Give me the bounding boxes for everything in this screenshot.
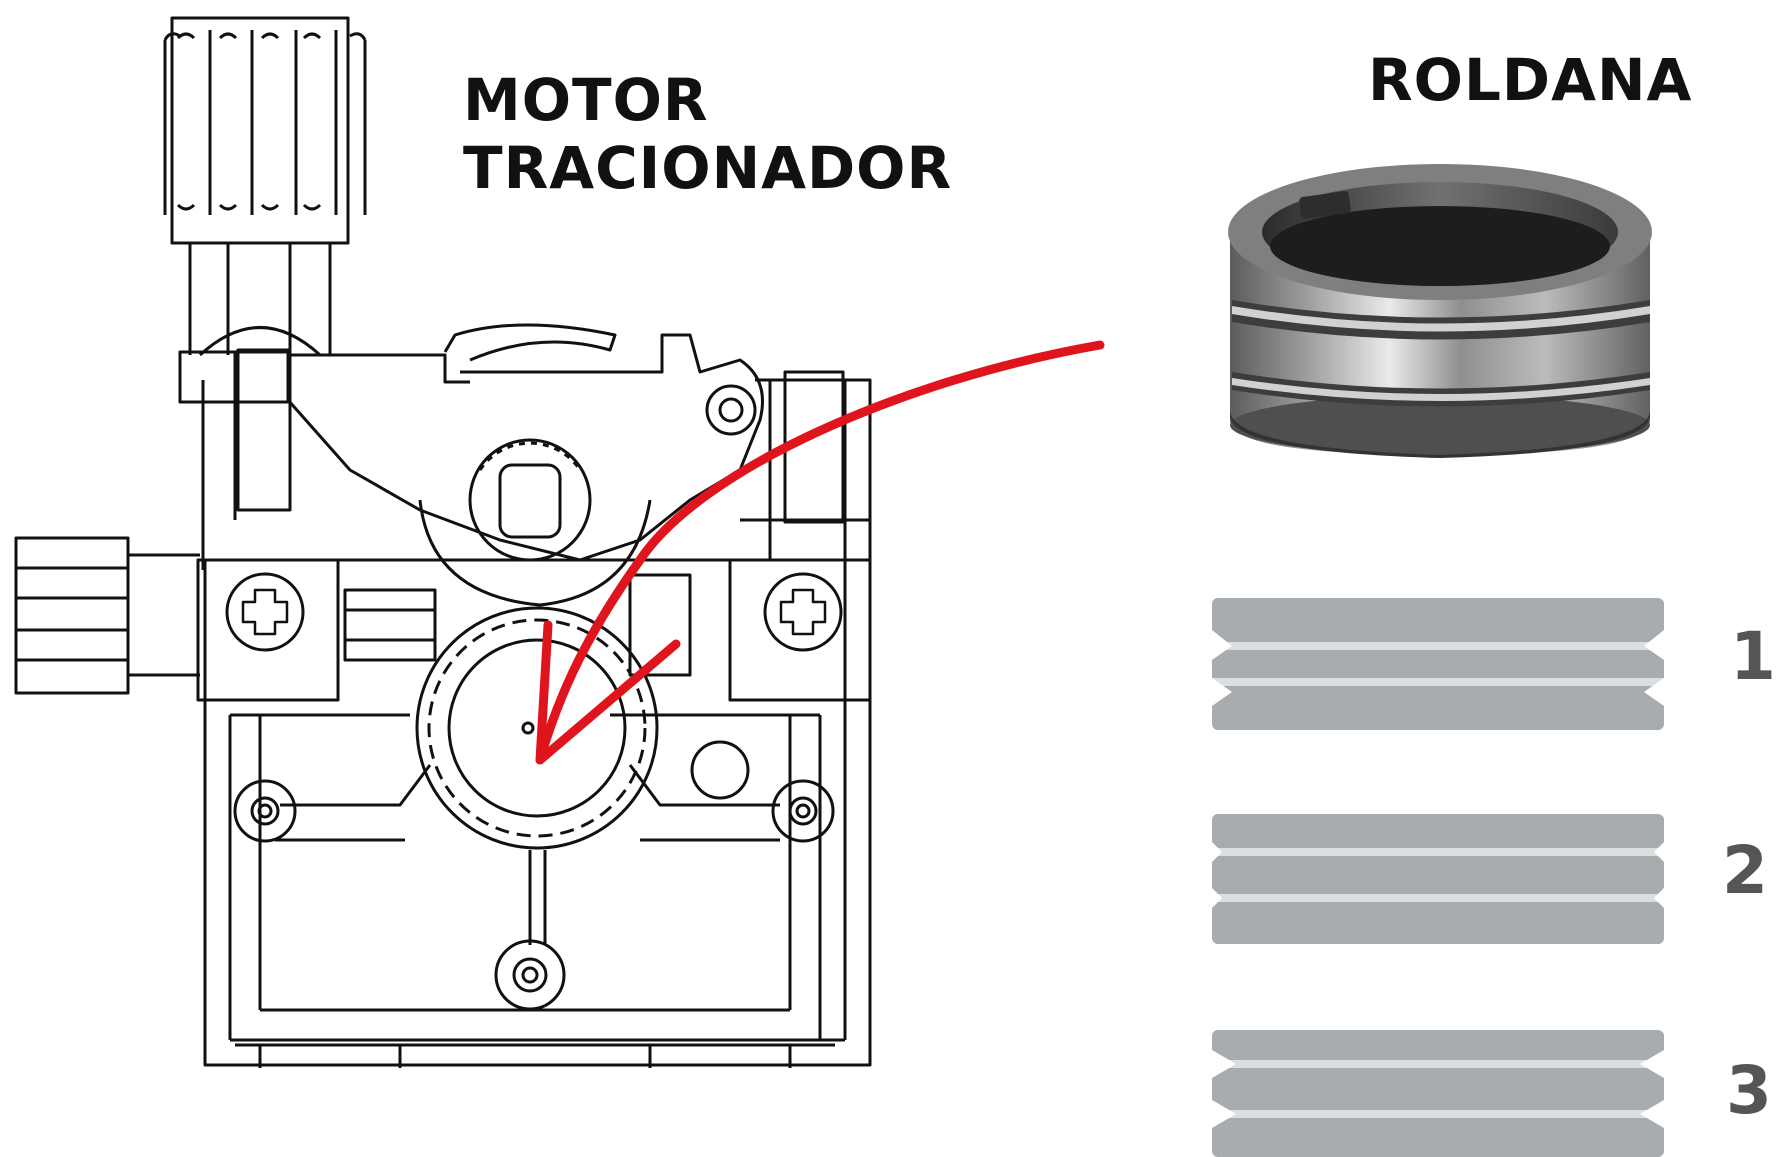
upper-roller (418, 438, 652, 607)
top-knob (163, 16, 367, 357)
left-knob (14, 536, 200, 695)
groove-profile-3-icon (1212, 1030, 1664, 1157)
groove-profile-3-number: 3 (1726, 1052, 1772, 1129)
drive-roller (415, 606, 659, 850)
groove-profile-2-number: 2 (1722, 832, 1768, 909)
roldana-title: ROLDANA (1368, 46, 1693, 114)
roller-photo-icon (1228, 164, 1652, 458)
housing (178, 323, 872, 1068)
screws (225, 384, 843, 1011)
motor-tracionador-title: MOTOR TRACIONADOR (463, 66, 952, 202)
groove-profile-1-icon (1212, 598, 1664, 730)
wire-feed-motor-drawing-icon (14, 16, 872, 1068)
motor-title-line1: MOTOR (463, 66, 709, 134)
red-arrow-icon (535, 340, 1105, 765)
spring-block (343, 573, 692, 677)
motor-title-line2: TRACIONADOR (463, 134, 953, 202)
groove-profile-1-number: 1 (1730, 618, 1776, 695)
groove-profile-2-icon (1212, 814, 1664, 944)
